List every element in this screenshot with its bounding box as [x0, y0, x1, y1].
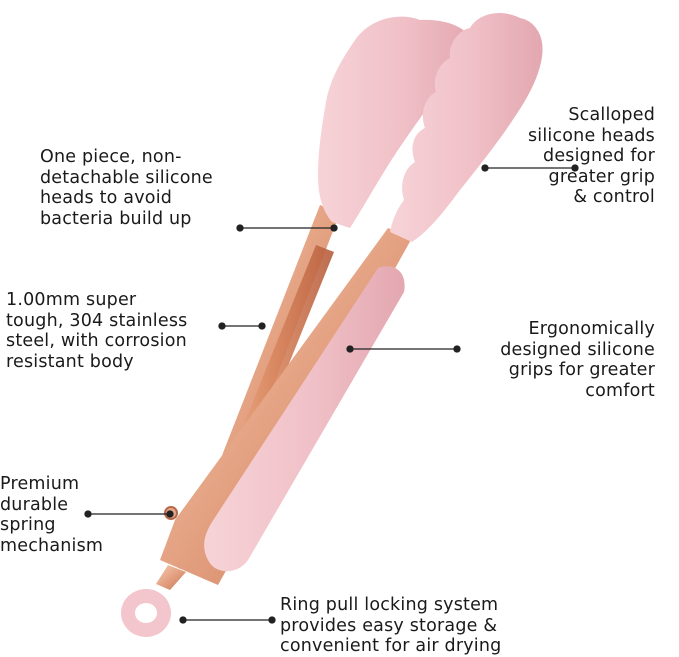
callout-line: Scalloped [568, 105, 655, 125]
callout-line: grips for greater [508, 360, 655, 380]
callout-line: mechanism [0, 535, 104, 556]
leader-lines [84, 164, 579, 624]
callout-line: silicone heads [527, 125, 655, 146]
callout-line: One piece, non- [40, 147, 182, 167]
callout-ergonomic: Ergonomically designed silicone grips fo… [500, 319, 655, 401]
callout-line: designed for [543, 146, 655, 166]
back-silicone-head [318, 16, 473, 229]
callout-line: Ring pull locking system [280, 595, 499, 615]
callout-scalloped: Scalloped silicone heads designed for gr… [528, 105, 655, 208]
callout-steel: 1.00mm super tough, 304 stainless steel,… [6, 290, 187, 372]
callout-line: Ergonomically [528, 319, 655, 339]
callout-line: resistant body [6, 351, 134, 372]
callout-line: comfort [585, 380, 655, 401]
callout-line: bacteria build up [40, 208, 192, 229]
callout-ring: Ring pull locking system provides easy s… [280, 595, 501, 657]
callout-line: steel, with corrosion [6, 331, 187, 351]
callout-line: spring [0, 515, 56, 535]
callout-line: detachable silicone [40, 167, 213, 188]
pull-ring-hole [135, 603, 157, 623]
callout-line: & control [573, 187, 655, 207]
callout-line: designed silicone [500, 339, 655, 360]
callout-line: heads to avoid [40, 188, 173, 208]
callout-line: greater grip [548, 166, 655, 187]
callout-spring: Premium durable spring mechanism [0, 474, 103, 556]
callout-one-piece: One piece, non- detachable silicone head… [40, 147, 213, 229]
front-arm-grip [204, 266, 405, 572]
callout-line: Premium [0, 474, 80, 494]
callout-line: convenient for air drying [280, 636, 502, 656]
callout-line: durable [0, 494, 69, 515]
callout-line: tough, 304 stainless [6, 310, 188, 331]
callout-line: 1.00mm super [6, 290, 137, 310]
front-silicone-head [390, 13, 543, 242]
ring-stem [156, 565, 186, 590]
callout-line: provides easy storage & [280, 615, 498, 636]
